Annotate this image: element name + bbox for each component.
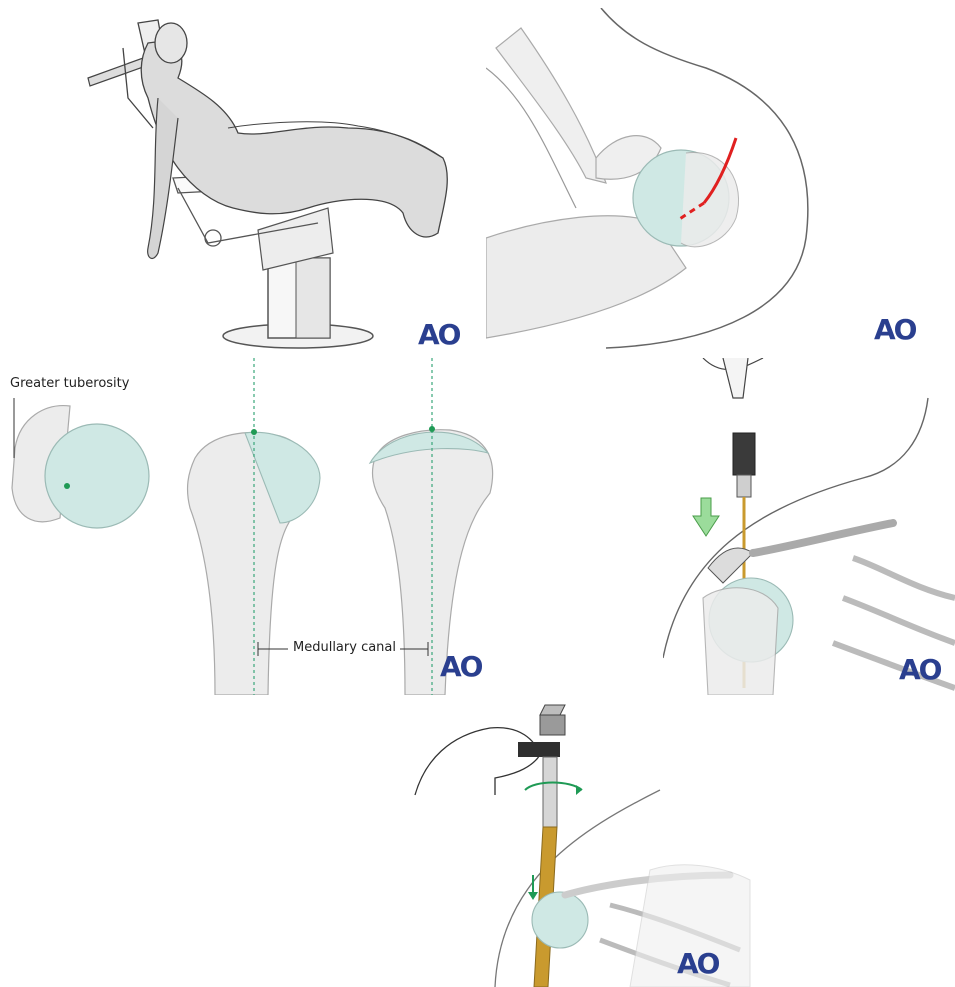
ao-logo: AO [899,653,940,686]
medullary-canal-label: Medullary canal [293,640,396,655]
guide-wire-insertion-illustration [663,358,955,695]
ao-logo: AO [440,650,481,683]
panel-entry-point: Greater tuberosity Medullary canal AO [0,358,500,695]
ao-logo: AO [874,313,915,346]
ao-logo: AO [418,318,459,351]
reaming-illustration [400,700,760,987]
humerus-entry-point-illustration [0,358,500,695]
ao-logo: AO [677,947,718,980]
panel-incision: AO [486,8,955,355]
panel-patient-positioning: AO [28,8,486,355]
panel-reaming: AO [400,700,760,987]
beach-chair-illustration [28,8,486,355]
greater-tuberosity-label: Greater tuberosity [10,376,129,391]
panel-guide-wire: AO [663,358,955,695]
shoulder-incision-illustration [486,8,955,355]
